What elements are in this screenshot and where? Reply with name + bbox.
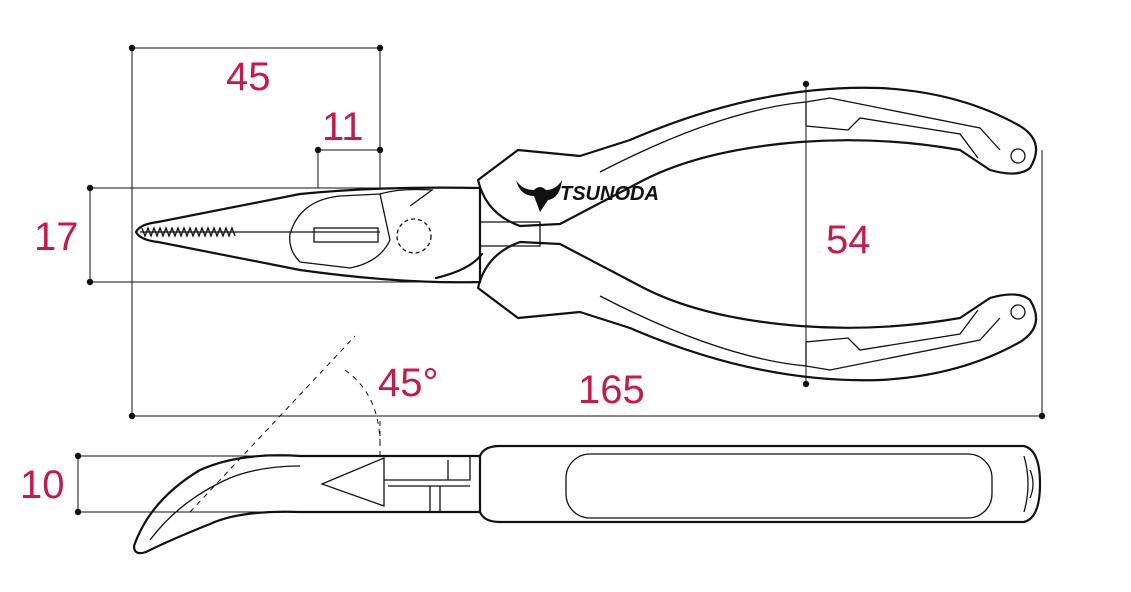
brand-name: TSUNODA [560,183,659,205]
dim-cutter-length-label: 11 [322,105,364,149]
dimension-lines [74,44,1046,516]
dim-overall-length-label: 165 [578,368,645,412]
dim-handle-width-label: 54 [826,218,871,262]
dim-tip-thickness-label: 10 [20,463,65,507]
pliers-side-view [132,444,1042,555]
dim-bend-angle-label: 45° [378,361,439,405]
dim-jaw-length-label: 45 [226,55,271,99]
dim-head-width-label: 17 [34,215,79,259]
pliers-top-view: TSUNODA [134,86,1038,382]
bull-head-icon [516,180,562,212]
dimension-labels: 45 11 17 54 165 45° 10 [20,55,871,507]
brand-logo: TSUNODA [516,180,659,212]
